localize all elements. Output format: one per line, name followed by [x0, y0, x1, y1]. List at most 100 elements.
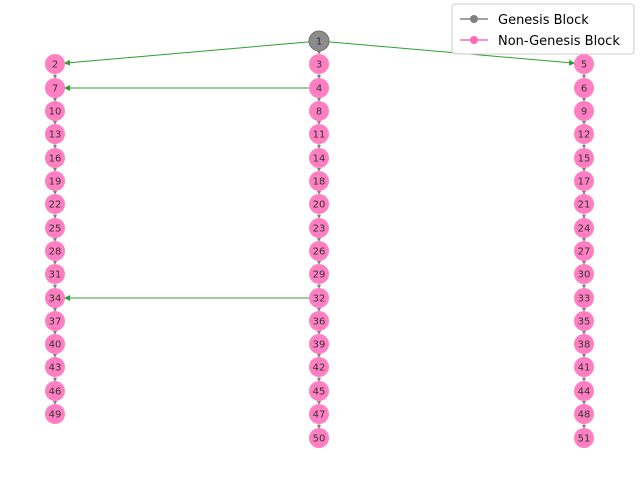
block-node-6: 6: [574, 78, 594, 98]
node-circle: [309, 101, 329, 121]
node-label: 5: [581, 60, 587, 71]
block-node-5: 5: [574, 54, 594, 74]
fork-edge-1-5: [328, 41, 576, 66]
block-node-23: 23: [309, 218, 329, 238]
node-circle: [45, 241, 65, 261]
block-node-50: 50: [309, 428, 329, 448]
node-label: 30: [578, 270, 591, 281]
block-node-31: 31: [45, 264, 65, 284]
node-circle: [574, 241, 594, 261]
node-circle: [45, 148, 65, 168]
legend-non-genesis-label: Non-Genesis Block: [498, 34, 620, 49]
node-circle: [309, 124, 329, 144]
node-label: 15: [578, 154, 591, 165]
block-node-29: 29: [309, 264, 329, 284]
node-circle: [574, 381, 594, 401]
block-node-13: 13: [45, 124, 65, 144]
block-node-22: 22: [45, 194, 65, 214]
node-circle: [309, 311, 329, 331]
block-node-7: 7: [45, 78, 65, 98]
block-node-24: 24: [574, 218, 594, 238]
node-label: 10: [49, 107, 62, 118]
block-node-30: 30: [574, 264, 594, 284]
block-node-42: 42: [309, 357, 329, 377]
node-circle: [45, 334, 65, 354]
node-label: 25: [49, 224, 62, 235]
node-label: 29: [313, 270, 326, 281]
block-node-3: 3: [309, 54, 329, 74]
block-node-26: 26: [309, 241, 329, 261]
node-label: 34: [49, 294, 62, 305]
node-label: 26: [313, 247, 326, 258]
block-node-49: 49: [45, 404, 65, 424]
node-label: 39: [313, 340, 326, 351]
node-label: 4: [316, 84, 322, 95]
node-label: 31: [49, 270, 62, 281]
node-label: 1: [316, 37, 322, 48]
node-circle: [45, 218, 65, 238]
block-node-32: 32: [309, 288, 329, 308]
block-node-46: 46: [45, 381, 65, 401]
block-node-12: 12: [574, 124, 594, 144]
node-label: 45: [313, 387, 326, 398]
node-label: 2: [52, 60, 58, 71]
node-label: 33: [578, 294, 591, 305]
block-node-14: 14: [309, 148, 329, 168]
block-node-44: 44: [574, 381, 594, 401]
block-node-9: 9: [574, 101, 594, 121]
node-label: 21: [578, 200, 591, 211]
node-label: 40: [49, 340, 62, 351]
block-node-48: 48: [574, 404, 594, 424]
node-circle: [574, 264, 594, 284]
block-node-10: 10: [45, 101, 65, 121]
block-node-43: 43: [45, 357, 65, 377]
node-label: 42: [313, 363, 326, 374]
node-label: 24: [578, 224, 591, 235]
node-label: 11: [313, 130, 326, 141]
node-label: 19: [49, 177, 62, 188]
node-label: 16: [49, 154, 62, 165]
node-circle: [45, 288, 65, 308]
node-circle: [309, 54, 329, 74]
block-node-2: 2: [45, 54, 65, 74]
node-label: 3: [316, 60, 322, 71]
node-circle: [574, 148, 594, 168]
node-circle: [309, 264, 329, 284]
node-label: 8: [316, 107, 322, 118]
node-label: 7: [52, 84, 58, 95]
node-circle: [45, 124, 65, 144]
node-label: 9: [581, 107, 587, 118]
node-label: 50: [313, 434, 326, 445]
node-circle: [308, 30, 330, 52]
node-label: 47: [313, 410, 326, 421]
legend-frame: [451, 3, 635, 55]
node-circle: [45, 54, 65, 74]
node-circle: [45, 381, 65, 401]
node-label: 28: [49, 247, 62, 258]
node-circle: [309, 334, 329, 354]
block-node-19: 19: [45, 171, 65, 191]
node-circle: [45, 311, 65, 331]
block-node-39: 39: [309, 334, 329, 354]
block-node-27: 27: [574, 241, 594, 261]
node-circle: [309, 241, 329, 261]
node-label: 20: [313, 200, 326, 211]
node-circle: [45, 78, 65, 98]
node-circle: [309, 218, 329, 238]
node-label: 17: [578, 177, 591, 188]
fork-edge-1-2: [63, 41, 310, 66]
block-node-20: 20: [309, 194, 329, 214]
node-circle: [574, 288, 594, 308]
legend-item-non-genesis: Non-Genesis Block: [460, 34, 620, 49]
node-label: 36: [313, 317, 326, 328]
node-label: 51: [578, 434, 591, 445]
node-circle: [309, 404, 329, 424]
legend: Genesis Block Non-Genesis Block: [451, 3, 635, 55]
block-node-18: 18: [309, 171, 329, 191]
node-label: 12: [578, 130, 591, 141]
block-node-47: 47: [309, 404, 329, 424]
node-circle: [309, 357, 329, 377]
node-circle: [45, 404, 65, 424]
block-node-51: 51: [574, 428, 594, 448]
